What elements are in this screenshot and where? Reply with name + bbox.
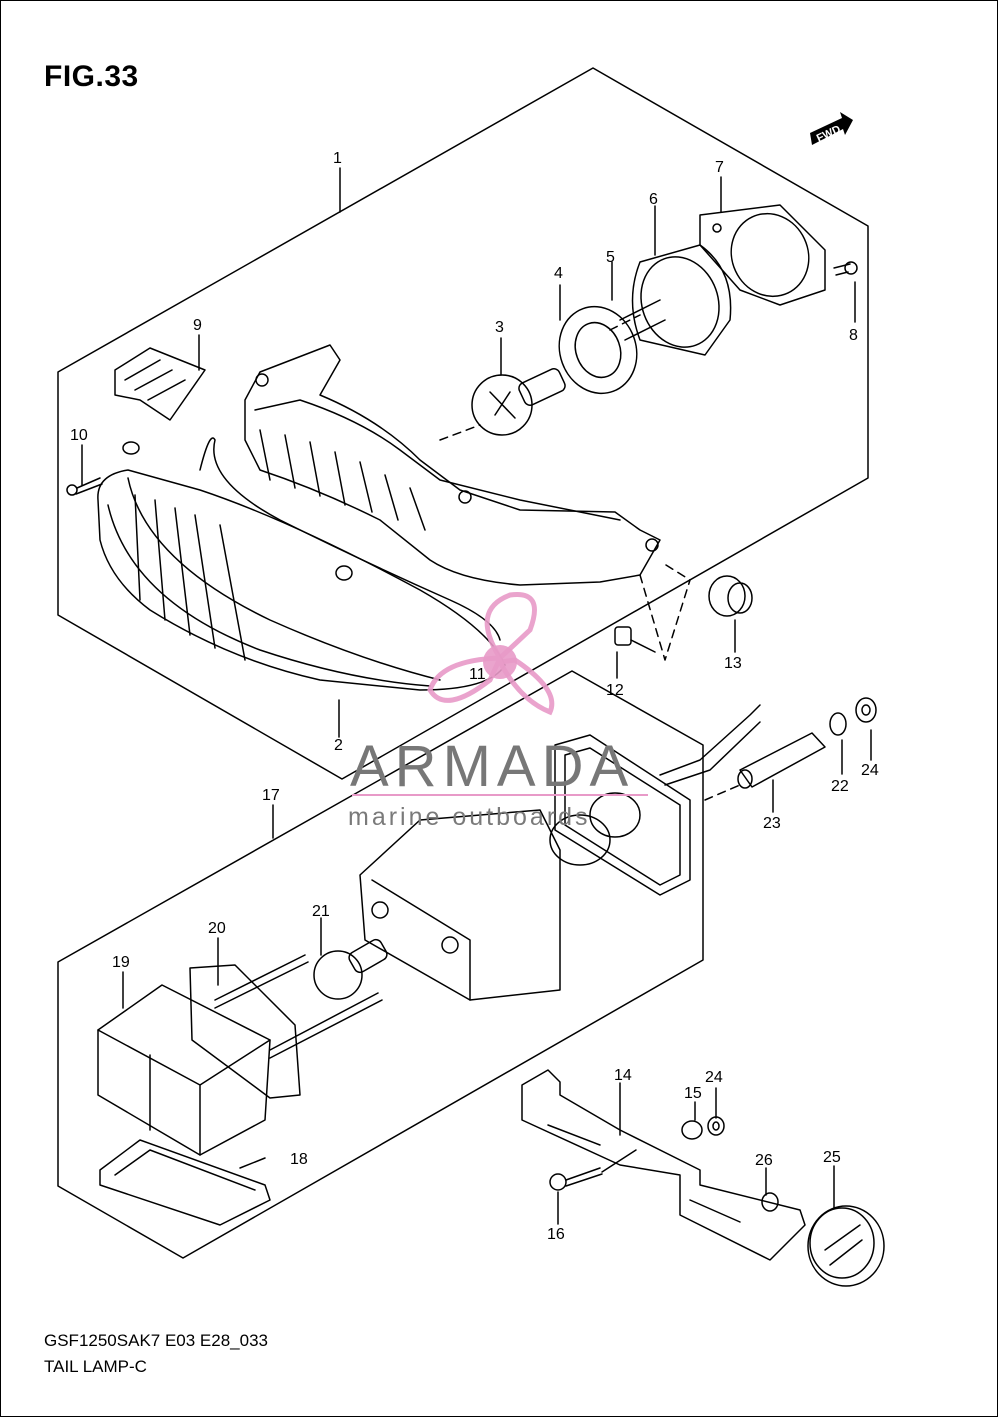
tail-lens (97, 469, 506, 691)
callout-16: 16 (547, 1226, 565, 1243)
nut-24-lower (707, 1116, 725, 1136)
washer-15 (681, 1120, 703, 1140)
propeller-hub (483, 645, 517, 679)
assembly-guide (439, 314, 691, 661)
callout-23: 23 (763, 815, 781, 832)
license-bulb (313, 938, 388, 1000)
drawing-code: GSF1250SAK7 E03 E28_033 (44, 1331, 268, 1350)
callout-numbers: 1 2 3 4 5 6 7 8 9 10 11 12 13 14 15 16 1… (70, 150, 879, 1243)
callout-11: 11 (469, 666, 486, 683)
license-gasket (189, 964, 301, 1099)
lens-trim (199, 437, 501, 641)
callout-4: 4 (554, 265, 563, 282)
callout-20: 20 (208, 920, 226, 937)
bracket-guide (601, 1149, 637, 1173)
lens-mount-boss-2 (335, 565, 353, 581)
watermark-divider (352, 794, 648, 796)
license-lamp-housing (359, 809, 561, 1001)
nut-26 (761, 1192, 779, 1212)
screw-8 (833, 261, 858, 276)
lens-mount-boss (122, 441, 140, 455)
fwd-arrow-icon: FWD (810, 112, 853, 145)
callout-22: 22 (831, 778, 849, 795)
socket-ring (631, 244, 732, 356)
callout-13: 13 (724, 655, 742, 672)
mounting-bracket (521, 1069, 806, 1261)
license-screws (214, 954, 383, 1059)
callout-6: 6 (649, 191, 658, 208)
callout-25: 25 (823, 1149, 841, 1166)
screw-16 (549, 1167, 603, 1191)
callout-2: 2 (334, 737, 343, 754)
callout-5: 5 (606, 249, 615, 266)
reflector (807, 1205, 885, 1287)
callout-17: 17 (262, 787, 280, 804)
callout-9: 9 (193, 317, 202, 334)
tail-bulb (471, 368, 566, 436)
callout-14: 14 (614, 1067, 632, 1084)
spacer-guide (704, 784, 741, 801)
screw-10 (66, 477, 103, 496)
wire-harness (659, 704, 761, 786)
callout-18: 18 (290, 1151, 308, 1168)
callout-leaders (81, 167, 872, 1225)
lens-cover (99, 1139, 271, 1226)
washer-22 (829, 712, 847, 736)
lamp-housing (244, 344, 661, 586)
callout-26: 26 (755, 1152, 773, 1169)
figure-title: FIG.33 (44, 60, 139, 93)
callout-19: 19 (112, 954, 130, 971)
callout-10: 10 (70, 427, 88, 444)
grommet-13 (708, 575, 753, 617)
watermark: ARMADA marine outboards (348, 591, 648, 831)
watermark-tagline: marine outboards (348, 803, 591, 831)
propeller-logo (427, 591, 555, 716)
license-bracket-plate (549, 734, 691, 896)
gasket (699, 204, 826, 306)
callout-12: 12 (606, 682, 624, 699)
drawing-name: TAIL LAMP-C (44, 1357, 147, 1376)
callout-3: 3 (495, 319, 504, 336)
assembly-boundary-upper (57, 67, 869, 780)
license-lens (97, 984, 271, 1156)
callout-24-lower: 24 (705, 1069, 723, 1086)
callout-8: 8 (849, 327, 858, 344)
callout-15: 15 (684, 1085, 702, 1102)
fwd-label: FWD (815, 123, 843, 144)
callout-24-upper: 24 (861, 762, 879, 779)
nut-24-upper (855, 697, 877, 723)
spacer-23 (737, 732, 826, 789)
callout-1: 1 (333, 150, 342, 167)
callout-7: 7 (715, 159, 724, 176)
clip-9 (114, 347, 206, 421)
bolt-12 (614, 626, 656, 653)
assembly-boundary-lower (57, 670, 704, 1259)
watermark-brand: ARMADA (350, 734, 634, 799)
callout-21: 21 (312, 903, 330, 920)
bulb-socket (558, 299, 666, 395)
